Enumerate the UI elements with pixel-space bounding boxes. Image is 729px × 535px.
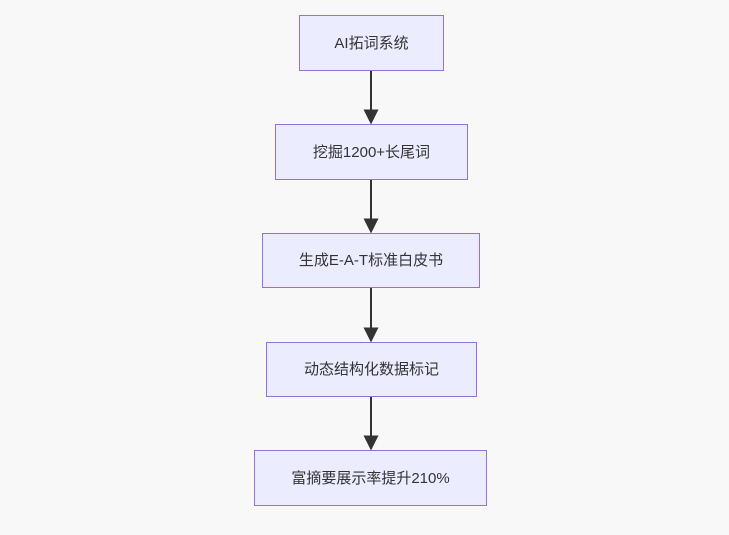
flow-node-2: 挖掘1200+长尾词 [275, 124, 468, 180]
flow-node-3: 生成E-A-T标准白皮书 [262, 233, 480, 288]
flow-node-5-label: 富摘要展示率提升210% [291, 469, 450, 487]
flow-node-3-label: 生成E-A-T标准白皮书 [298, 252, 444, 269]
flow-node-4: 动态结构化数据标记 [266, 342, 477, 397]
flow-node-2-label: 挖掘1200+长尾词 [312, 143, 431, 161]
flow-node-5: 富摘要展示率提升210% [254, 450, 487, 506]
flow-node-4-label: 动态结构化数据标记 [303, 361, 439, 378]
flow-node-1-label: AI拓词系统 [334, 34, 409, 52]
flow-node-1: AI拓词系统 [299, 15, 444, 71]
